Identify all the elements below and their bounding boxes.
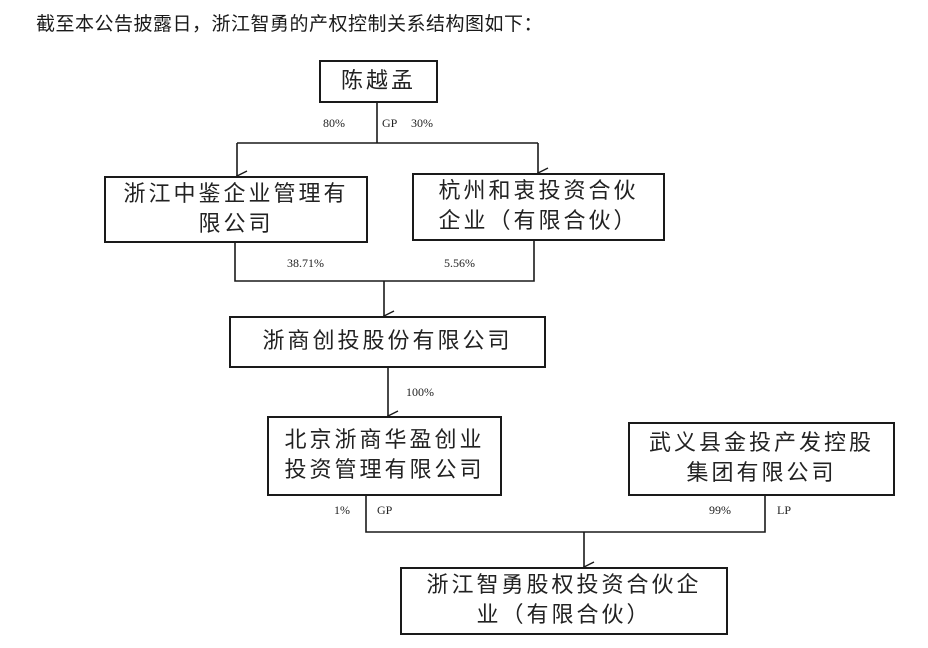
- entity-line: 投资管理有限公司: [284, 458, 485, 483]
- entity-wuyi-jintou: 武义县金投产发控股 集团有限公司: [628, 422, 895, 496]
- label-wuyi-role: LP: [777, 503, 792, 517]
- entity-line: 武义县金投产发控股: [648, 431, 874, 456]
- entity-beijing-huaying: 北京浙商华盈创业 投资管理有限公司: [267, 416, 502, 496]
- edge-chen-split: [237, 102, 538, 144]
- entity-line: 浙江中鉴企业管理有: [123, 181, 349, 207]
- edge-merge-zheshang: [234, 240, 535, 282]
- entity-line: 浙商创投股份有限公司: [262, 329, 513, 354]
- entity-zhejiang-zhongjian: 浙江中鉴企业管理有 限公司: [104, 176, 368, 243]
- entity-line: 杭州和衷投资合伙: [438, 179, 639, 204]
- label-huaying-pct: 1%: [334, 503, 350, 517]
- entity-line: 浙江智勇股权投资合伙企: [426, 573, 702, 598]
- label-chen-gp: GP: [382, 116, 398, 130]
- entity-line: 集团有限公司: [686, 461, 837, 486]
- intro-text: 截至本公告披露日，浙江智勇的产权控制关系结构图如下：: [36, 13, 544, 35]
- entity-line: 陈越孟: [340, 68, 416, 94]
- entity-zheshang-chuangtou: 浙商创投股份有限公司: [229, 316, 546, 368]
- label-huaying-role: GP: [377, 503, 393, 517]
- label-chen-zhongjian-pct: 80%: [323, 116, 345, 130]
- entity-line: 企业（有限合伙）: [438, 209, 639, 234]
- entity-line: 北京浙商华盈创业: [284, 428, 485, 453]
- entity-hangzhou-hezhong: 杭州和衷投资合伙 企业（有限合伙）: [412, 173, 665, 241]
- label-hezhong-pct: 5.56%: [444, 256, 475, 270]
- entity-zhejiang-zhiyong: 浙江智勇股权投资合伙企 业（有限合伙）: [400, 567, 728, 635]
- label-wuyi-pct: 99%: [709, 503, 731, 517]
- edge-merge-zhiyong: [365, 495, 766, 533]
- entity-line: 限公司: [198, 211, 274, 237]
- entity-chen-yuemeng: 陈越孟: [319, 60, 438, 103]
- entity-line: 业（有限合伙）: [476, 603, 652, 628]
- label-zheshang-pct: 100%: [406, 385, 434, 399]
- label-chen-hezhong-pct: 30%: [411, 116, 433, 130]
- label-zhongjian-pct: 38.71%: [287, 256, 324, 270]
